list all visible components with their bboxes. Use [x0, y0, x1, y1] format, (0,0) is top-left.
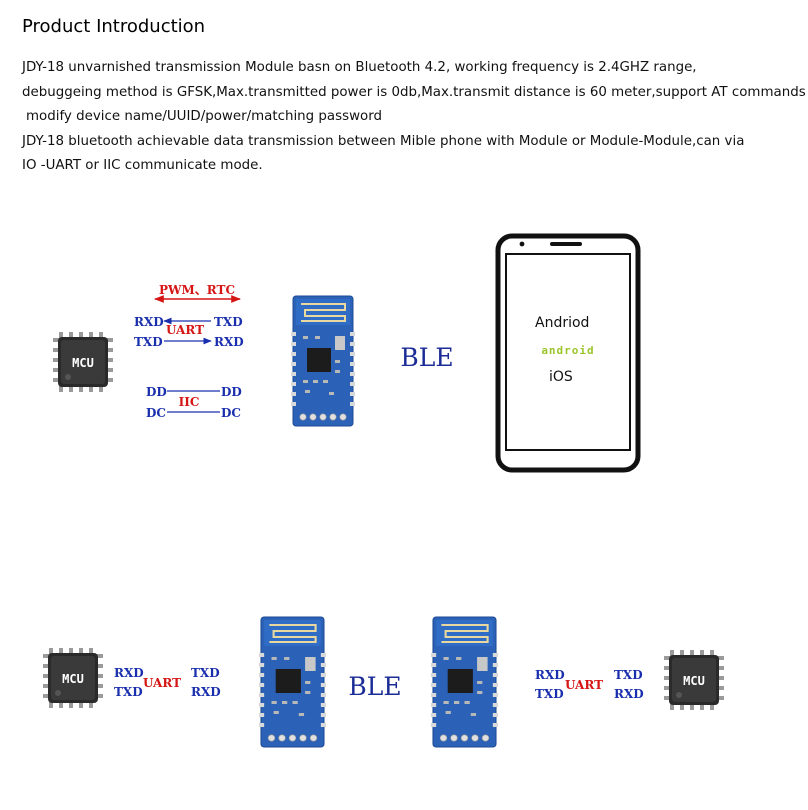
uart-rxd-right: RXD — [214, 335, 244, 349]
ble-label-2: BLE — [348, 672, 401, 701]
mcu-left-label: MCU — [62, 672, 84, 686]
right-rxd: RXD — [535, 668, 565, 682]
iic-label: IIC — [179, 395, 200, 409]
mcu-chip-left: MCU — [43, 648, 103, 708]
intro-line-1: JDY-18 unvarnished transmission Module b… — [22, 60, 697, 75]
iic-dd-right: DD — [221, 385, 242, 399]
phone-ios-text: iOS — [549, 369, 573, 385]
mcu-label: MCU — [72, 356, 94, 370]
intro-text: JDY-18 unvarnished transmission Module b… — [22, 56, 808, 179]
right-txd-2: TXD — [614, 668, 643, 682]
camera-dot — [519, 241, 525, 247]
mcu-right-label: MCU — [683, 674, 705, 688]
iic-dc-left: DC — [146, 406, 166, 420]
left-rxd-2: RXD — [191, 685, 221, 699]
iic-dd-left: DD — [146, 385, 167, 399]
android-logo: android — [541, 344, 594, 357]
iic-dc-right: DC — [221, 406, 241, 420]
uart-txd-right: TXD — [214, 315, 243, 329]
mcu-chip-1: MCU — [53, 332, 113, 392]
uart-txd-left: TXD — [134, 335, 163, 349]
pwm-rtc-label: PWM、RTC — [159, 283, 235, 297]
diagram-mcu-phone: MCU PWM、RTC RXD TXD UART TXD RXD DD DD I… — [53, 233, 641, 473]
bt-module-1 — [290, 295, 356, 427]
page-title: Product Introduction — [22, 16, 206, 37]
left-txd-2: TXD — [191, 666, 220, 680]
bt-module-3 — [429, 615, 500, 749]
bt-module-2 — [257, 615, 328, 749]
left-txd: TXD — [114, 685, 143, 699]
diagram-module-module: MCU RXD TXD UART TXD RXD BLE RXD TXD UAR… — [43, 615, 724, 749]
intro-line-5: IO -UART or IIC communicate mode. — [22, 158, 263, 174]
right-rxd-2: RXD — [614, 687, 644, 701]
intro-line-4: JDY-18 bluetooth achievable data transmi… — [22, 133, 745, 149]
mcu-chip-right: MCU — [664, 650, 724, 710]
left-rxd: RXD — [114, 666, 144, 680]
smartphone: Andriod android iOS — [495, 233, 641, 473]
intro-line-2: debuggeing method is GFSK,Max.transmitte… — [22, 84, 806, 100]
ble-label-1: BLE — [400, 343, 453, 372]
uart-rxd-left: RXD — [134, 315, 164, 329]
right-uart: UART — [565, 678, 603, 692]
left-uart: UART — [143, 676, 181, 690]
speaker-slot — [550, 242, 582, 246]
phone-android-text: Andriod — [535, 315, 589, 331]
intro-line-3: modify device name/UUID/power/matching p… — [26, 109, 383, 125]
right-txd: TXD — [535, 687, 564, 701]
uart-label: UART — [166, 323, 204, 337]
